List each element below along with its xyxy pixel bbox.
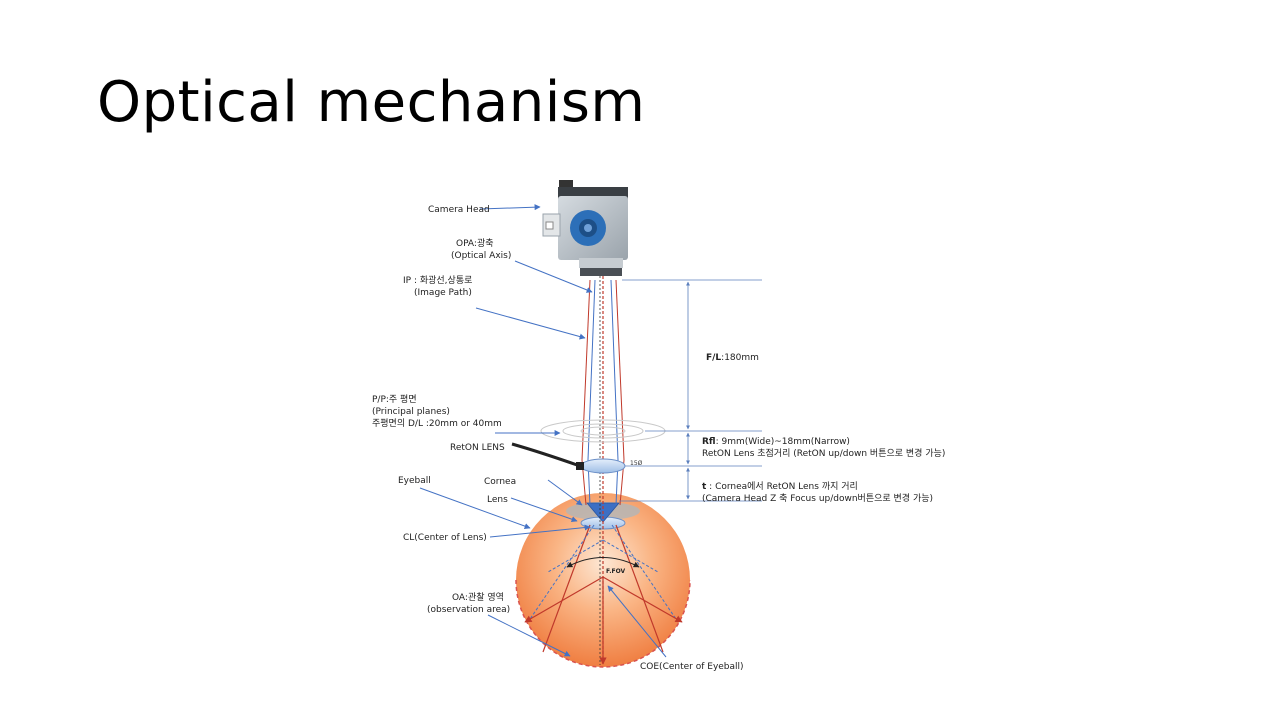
label-t-key: t bbox=[702, 482, 707, 492]
label-center-of-eyeball: COE(Center of Eyeball) bbox=[640, 662, 744, 672]
optical-rays bbox=[524, 276, 683, 665]
label-opa-1: OPA:광축 bbox=[456, 237, 494, 249]
camera-head bbox=[542, 180, 628, 276]
label-fl-value: :180mm bbox=[721, 353, 759, 363]
label-rfl-line-1: Rfl: 9mm(Wide)~18mm(Narrow) bbox=[702, 437, 850, 447]
label-opa-2: (Optical Axis) bbox=[451, 251, 511, 261]
label-pp-3: 주평면의 D/L :20mm or 40mm bbox=[372, 418, 502, 429]
label-eyeball: Eyeball bbox=[398, 476, 431, 486]
reton-lens bbox=[580, 458, 626, 474]
reton-lens-handle bbox=[511, 442, 581, 468]
label-ip-2: (Image Path) bbox=[414, 288, 472, 298]
label-focal-length: F/L:180mm bbox=[706, 353, 759, 363]
label-lens-angle: 15Ø bbox=[630, 460, 643, 467]
label-pp-1: P/P:주 평면 bbox=[372, 394, 417, 405]
label-ip-1: IP : 화광선,상통로 bbox=[403, 274, 472, 286]
label-t-desc: : Cornea에서 RetON Lens 까지 거리 bbox=[706, 481, 857, 492]
label-t-line-2: (Camera Head Z 축 Focus up/down버튼으로 변경 가능… bbox=[702, 492, 933, 504]
label-pp-2: (Principal planes) bbox=[372, 407, 450, 417]
label-rfl-key: Rfl bbox=[702, 437, 716, 447]
label-cornea: Cornea bbox=[484, 477, 516, 487]
label-reton-lens: RetON LENS bbox=[450, 443, 505, 453]
label-ffov: F.FOV bbox=[606, 568, 626, 575]
leader-arrows bbox=[419, 204, 667, 658]
label-t-line-1: t : Cornea에서 RetON Lens 까지 거리 bbox=[702, 481, 858, 492]
label-rfl-line-2: RetON Lens 초점거리 (RetON up/down 버튼으로 변경 가… bbox=[702, 447, 945, 459]
slide-title: Optical mechanism bbox=[97, 70, 646, 135]
label-rfl-range: : 9mm(Wide)~18mm(Narrow) bbox=[716, 437, 850, 447]
label-fl-key: F/L bbox=[706, 353, 721, 363]
label-oa-1: OA:관찰 영역 bbox=[452, 592, 504, 603]
label-center-of-lens: CL(Center of Lens) bbox=[403, 533, 487, 543]
label-oa-2: (observation area) bbox=[427, 605, 510, 615]
label-camera-head: Camera Head bbox=[428, 205, 490, 215]
dimension-lines bbox=[619, 279, 762, 502]
label-lens: Lens bbox=[487, 495, 508, 505]
